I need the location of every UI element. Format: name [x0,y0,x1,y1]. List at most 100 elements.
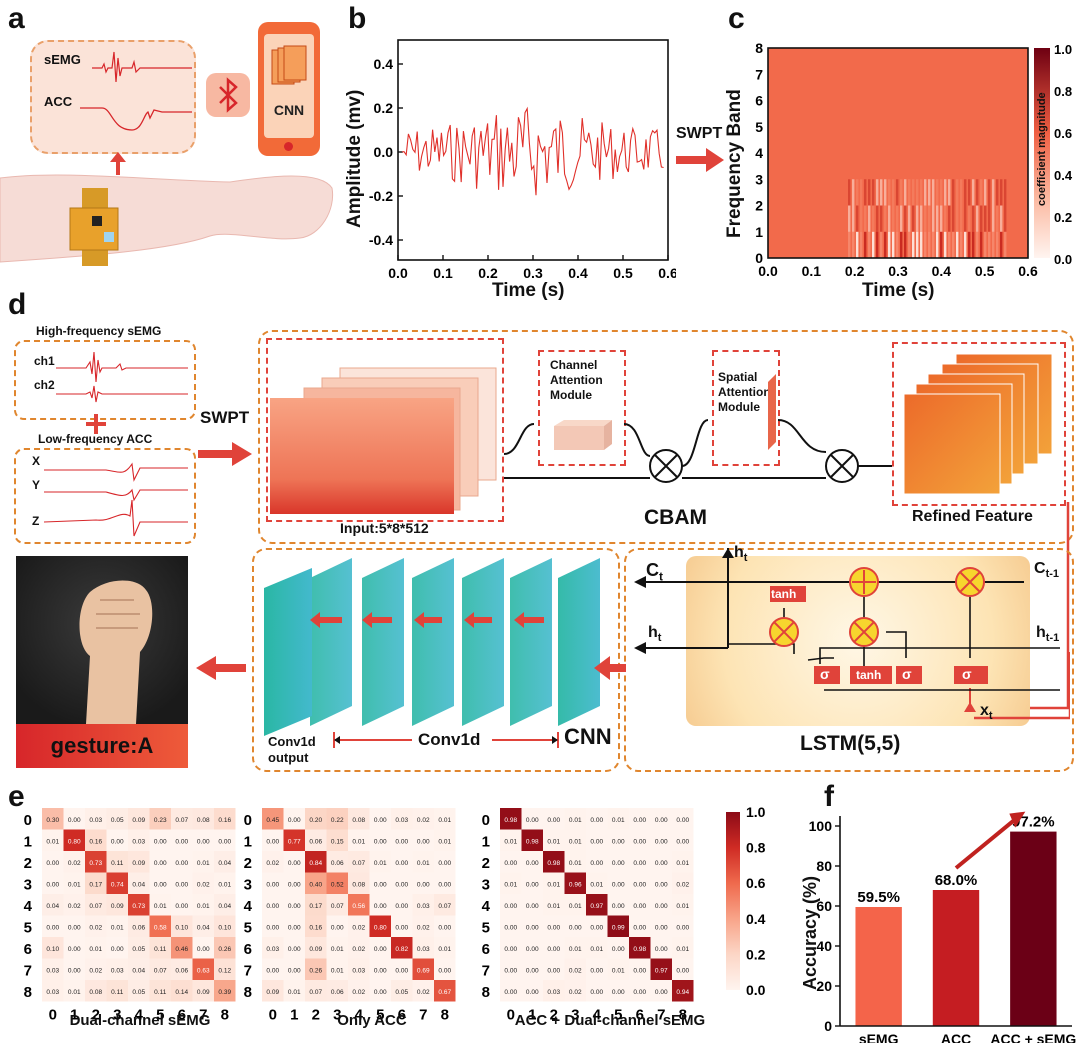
heatmap-cell-value: 0.00 [288,924,301,931]
heatmap-col-label: 3 [333,1007,341,1024]
heatmap-cell [369,851,391,873]
heatmap-row-label: 5 [24,919,32,936]
heatmap-cell-value: 0.02 [417,817,430,824]
heatmap-cell [521,872,543,894]
heatmap-cell-value: 0.04 [218,860,231,867]
heatmap-cell [283,829,305,851]
input-shape-label: Input:5*8*512 [340,520,429,536]
heatmap-cell-value: 0.01 [569,860,582,867]
heatmap-cell [171,915,193,937]
panel-label-a: a [8,2,25,35]
heatmap-cell [63,894,85,916]
heatmap-row-label: 2 [482,855,490,872]
heatmap-cell [63,808,85,830]
heatmap-cell [214,937,236,959]
plot-f-ylabel: Accuracy (%) [800,875,820,990]
spectrogram-cell [932,179,935,206]
heatmap-row-label: 7 [244,962,252,979]
heatmap-cell [650,894,672,916]
spectrogram-cell [908,179,911,206]
spectrogram-cell [892,179,895,206]
heatmap-cell [521,808,543,830]
heatmap-cell-value: 0.01 [197,903,210,910]
semg-label: sEMG [44,52,81,67]
cbam-label: CBAM [644,506,707,529]
heatmap-cell-value: 0.09 [111,903,124,910]
spectrogram-cell [956,205,959,232]
spectrogram-cell [872,231,875,258]
heatmap-cell-value: 0.23 [154,817,167,824]
heatmap-row-label: 1 [24,833,32,850]
heatmap-cell [564,980,586,1002]
heatmap-cell [543,980,565,1002]
heatmap-cell-value: 0.11 [154,989,167,996]
spectrogram-cell [960,205,963,232]
heatmap-cell-value: 0.01 [547,881,560,888]
heatmap-cell-value: 0.00 [266,967,279,974]
x-tick-label: 0.0 [758,263,778,279]
heatmap-cell [149,829,171,851]
heatmap-cell [543,808,565,830]
heatmap-cell-value: 0.00 [504,946,517,953]
y-tick-label: 0.2 [374,100,394,116]
heatmap-cell [63,958,85,980]
heatmap-cell [521,829,543,851]
heatmap-cell-value: 0.98 [633,946,646,953]
spectrogram-cell [912,205,915,232]
heatmap-cell-value: 0.00 [526,967,539,974]
heatmap-cell-value: 0.09 [132,860,145,867]
heatmap-cell [412,915,434,937]
heatmap-cell [412,894,434,916]
swpt-label-d: SWPT [200,408,250,427]
heatmap-cell-value: 0.00 [655,903,668,910]
heatmap-cell-value: 0.03 [547,989,560,996]
heatmap-cell [564,872,586,894]
spectrogram-cell [912,231,915,258]
spectrogram-cell [920,179,923,206]
heatmap-cell-value: 0.00 [526,860,539,867]
spectrogram-cell [916,205,919,232]
heatmap-cell [283,894,305,916]
heatmap-cell-value: 0.00 [526,989,539,996]
heatmap-cell [128,980,150,1002]
heatmap-cell [42,980,64,1002]
spectrogram-cell [868,231,871,258]
heatmap-cell-value: 0.00 [266,881,279,888]
x-tick-label: 0.2 [478,265,498,281]
heatmap-cell-value: 0.02 [266,860,279,867]
heatmap-cell [262,851,284,873]
heatmap-cell-value: 0.97 [655,967,668,974]
heatmap-title-acc: Only ACC [337,1012,407,1029]
spectrogram-cell [880,231,883,258]
heatmap-cell-value: 0.17 [309,903,322,910]
heatmap-row-label: 7 [482,962,490,979]
spectrogram-cell [864,179,867,206]
heatmap-cell-value: 0.06 [331,989,344,996]
heatmap-cell [607,958,629,980]
y-tick-label: -0.2 [369,188,393,204]
bar-1 [932,890,980,1026]
spectrogram-cell [864,205,867,232]
spectrogram-cell [864,231,867,258]
heatmap-cell-value: 0.00 [417,881,430,888]
spectrogram-cell [876,231,879,258]
heatmap-cell [672,872,694,894]
heatmap-cell [305,872,327,894]
heatmap-cell-value: 0.11 [154,946,167,953]
spectrogram-cell [956,179,959,206]
heatmap-cell-value: 0.03 [46,989,59,996]
heatmap-cell-value: 0.00 [590,967,603,974]
plot-c-ylabel: Frequency Band [724,89,745,238]
heatmap-cell-value: 0.00 [111,838,124,845]
x-tick-label: ACC [941,1031,971,1043]
spectrogram-cell [944,205,947,232]
heatmap-cell-value: 0.96 [569,881,582,888]
heatmap-cell-value: 0.73 [89,860,102,867]
heatmap-cell-value: 0.00 [288,903,301,910]
spectrogram-cell [852,205,855,232]
heatmap-cell-value: 0.46 [175,946,188,953]
heatmap-cell-value: 0.01 [438,817,451,824]
colorbar-tick: 0.8 [1054,84,1072,99]
refined-feature-label: Refined Feature [912,508,1033,525]
